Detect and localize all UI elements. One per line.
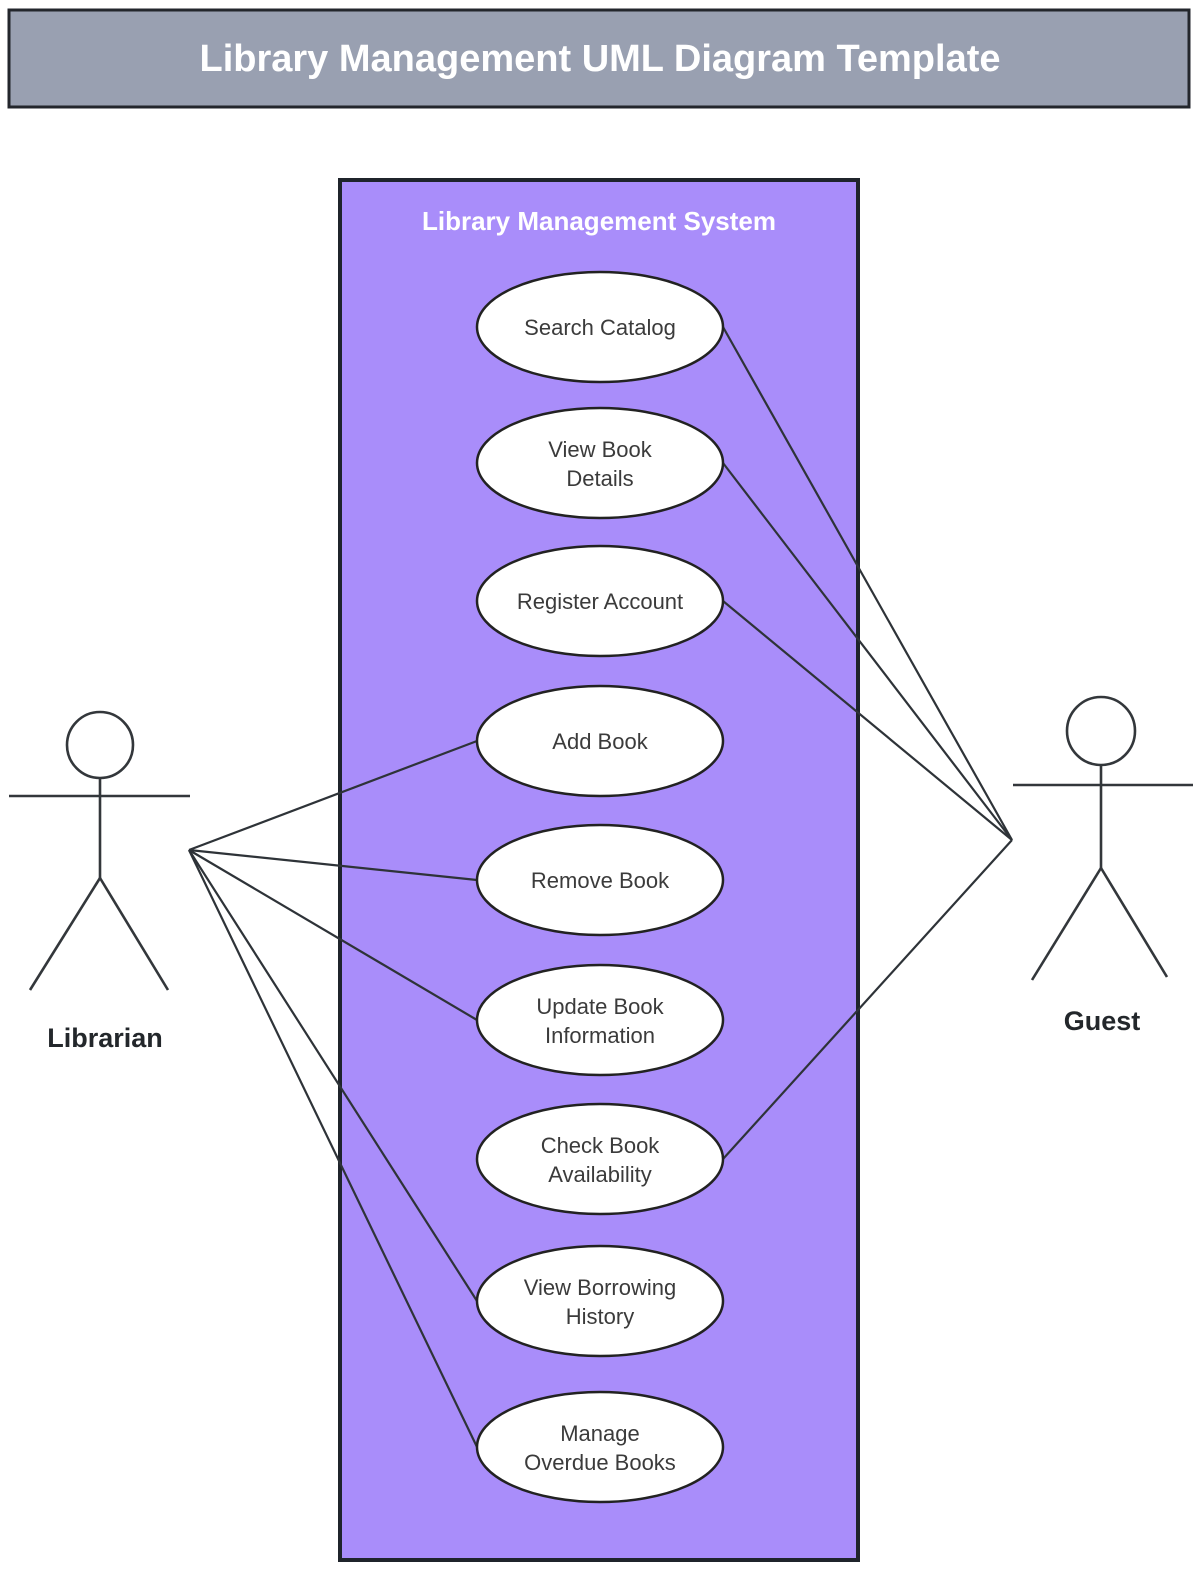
actor-leg-left-icon: [1030, 867, 1103, 981]
usecase-label-line: Remove Book: [531, 868, 670, 893]
association-librarian-manage-overdue-books: [188, 849, 478, 1448]
association-librarian-remove-book: [188, 848, 478, 882]
actor-label: Guest: [1064, 1006, 1141, 1036]
usecase-ellipse: [475, 1390, 725, 1504]
association-librarian-update-book-information: [188, 849, 478, 1021]
diagram-title-bar-background: [7, 8, 1191, 109]
usecase-view-borrowing-history: View Borrowing History: [475, 1244, 725, 1358]
association-guest-register-account: [722, 600, 1013, 841]
usecase-ellipse: [475, 1102, 725, 1216]
actor-leg-left-icon: [28, 877, 102, 991]
usecase-ellipse: [475, 684, 725, 798]
usecase-ellipse: [475, 1244, 725, 1358]
usecase-ellipse: [475, 270, 725, 384]
association-guest-view-book-details: [722, 462, 1013, 841]
usecase-register-account: Register Account: [475, 544, 725, 658]
usecase-ellipse: [475, 544, 725, 658]
usecase-label-line: Availability: [548, 1162, 652, 1187]
diagram-title-bar: Library Management UML Diagram Template: [7, 8, 1191, 109]
system-boundary-title: Library Management System: [422, 206, 776, 236]
actor-label: Librarian: [47, 1023, 163, 1053]
usecase-add-book: Add Book: [475, 684, 725, 798]
usecase-label-line: History: [566, 1304, 634, 1329]
association-librarian-add-book: [188, 739, 478, 852]
usecase-view-book-details: View Book Details: [475, 406, 725, 520]
usecase-label-line: Add Book: [552, 729, 648, 754]
usecase-ellipse: [475, 823, 725, 937]
actor-head-icon: [65, 710, 135, 780]
usecase-label-line: Overdue Books: [524, 1450, 676, 1475]
usecase-label-line: Information: [545, 1023, 655, 1048]
usecase-manage-overdue-books: Manage Overdue Books: [475, 1390, 725, 1504]
actor-librarian: Librarian: [9, 710, 190, 1053]
association-librarian-view-borrowing-history: [188, 849, 478, 1302]
actor-guest: Guest: [1013, 695, 1193, 1036]
usecase-ellipse: [475, 406, 725, 520]
usecase-label-line: View Book: [548, 437, 653, 462]
association-guest-search-catalog: [722, 326, 1013, 841]
usecase-label-line: Search Catalog: [524, 315, 676, 340]
usecase-ellipse: [475, 963, 725, 1077]
usecase-label-line: Update Book: [536, 994, 664, 1019]
actor-leg-right-icon: [98, 877, 170, 991]
actor-head-icon: [1065, 695, 1137, 767]
usecase-search-catalog: Search Catalog: [475, 270, 725, 384]
usecase-label-line: Manage: [560, 1421, 640, 1446]
usecase-check-book-availability: Check Book Availability: [475, 1102, 725, 1216]
usecase-label-line: Details: [566, 466, 633, 491]
diagram-title: Library Management UML Diagram Template: [199, 38, 1000, 80]
usecase-label-line: Register Account: [517, 589, 683, 614]
actor-leg-right-icon: [1099, 867, 1169, 978]
usecase-label-line: Check Book: [541, 1133, 661, 1158]
usecase-update-book-information: Update Book Information: [475, 963, 725, 1077]
association-guest-check-book-availability: [722, 839, 1013, 1160]
associations: [188, 326, 1013, 1448]
usecase-label-line: View Borrowing: [524, 1275, 676, 1300]
usecase-remove-book: Remove Book: [475, 823, 725, 937]
